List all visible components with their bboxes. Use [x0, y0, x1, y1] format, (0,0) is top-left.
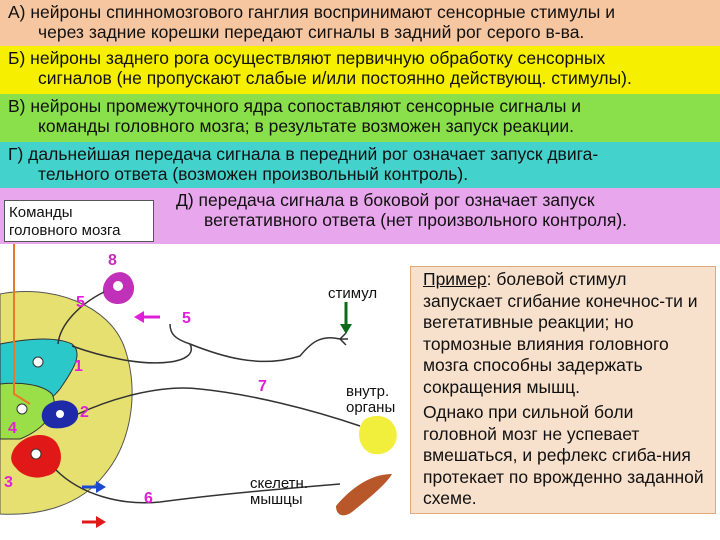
- band-b-line1: Б) нейроны заднего рога осуществляют пер…: [8, 48, 606, 68]
- label-skeletal-muscles-2: мышцы: [250, 491, 303, 508]
- band-a-line2: через задние корешки передают сигналы в …: [38, 22, 585, 42]
- brain-neuron-axon: [57, 291, 105, 345]
- band-b-dorsal-horn: Б) нейроны заднего рога осуществляют пер…: [0, 46, 720, 94]
- lateral-horn-neuron-nucleus: [56, 410, 64, 418]
- band-a-ganglion-neurons: А) нейроны спинномозгового ганглия воспр…: [0, 0, 720, 46]
- number-6: 6: [144, 490, 153, 507]
- label-skeletal-muscles-1: скелетн.: [250, 475, 308, 492]
- number-2: 2: [80, 404, 89, 421]
- band-d-line2: тельного ответа (возможен произвольный к…: [38, 164, 469, 184]
- dorsal-horn-interneuron: [32, 356, 44, 368]
- note-paragraph-2: Однако при сильной боли головной мозг не…: [423, 402, 704, 508]
- brain-commands-box: Команды головного мозга: [4, 200, 154, 242]
- ventral-horn-neuron-nucleus: [30, 448, 42, 460]
- band-a-line1: А) нейроны спинномозгового ганглия воспр…: [8, 2, 615, 22]
- band-e-line2: вегетативного ответа (нет произвольного …: [204, 210, 628, 230]
- arrow-stimulus: [340, 302, 352, 334]
- dorsal-root-fiber: [71, 343, 192, 364]
- band-c-line1: В) нейроны промежуточного ядра сопоставл…: [8, 96, 582, 116]
- number-4: 4: [8, 420, 17, 437]
- brain-neuron-nucleus: [113, 281, 123, 291]
- note-paragraph-1: Пример: болевой стимул запускает сгибани…: [423, 269, 709, 398]
- band-e-line1: Д) передача сигнала в боковой рог означа…: [176, 190, 595, 210]
- number-5-right: 5: [182, 310, 191, 327]
- internal-organ: [359, 415, 397, 455]
- arrow-magenta-5: [134, 311, 160, 323]
- arrow-red-6: [82, 516, 106, 528]
- label-internal-organs-1: внутр.: [346, 383, 390, 400]
- brain-commands-line2: головного мозга: [9, 222, 121, 239]
- number-7: 7: [258, 378, 267, 395]
- intermediate-interneuron: [16, 403, 28, 415]
- arrow-blue-6: [82, 481, 106, 493]
- example-note-box: Пример: болевой стимул запускает сгибани…: [410, 266, 716, 514]
- brain-command-pathway: [13, 244, 31, 405]
- brain-commands-line1: Команды: [9, 204, 73, 221]
- band-d-ventral-horn: Г) дальнейшая передача сигнала в передни…: [0, 142, 720, 188]
- number-5-left: 5: [76, 294, 85, 311]
- number-8: 8: [108, 252, 117, 269]
- autonomic-fiber: [77, 387, 361, 427]
- ventral-root-fiber: [55, 469, 341, 504]
- sensory-fiber: [169, 323, 341, 363]
- band-d-line1: Г) дальнейшая передача сигнала в передни…: [8, 144, 599, 164]
- reflex-arc-diagram: [0, 244, 397, 528]
- note-p1-text: : болевой стимул запускает сгибание коне…: [423, 269, 698, 397]
- number-1: 1: [74, 358, 83, 375]
- band-c-intermediate-nucleus: В) нейроны промежуточного ядра сопоставл…: [0, 94, 720, 142]
- label-internal-organs-2: органы: [346, 399, 396, 416]
- label-stimulus: стимул: [328, 285, 378, 302]
- receptor-ending: [339, 332, 348, 346]
- skeletal-muscle: [336, 474, 392, 516]
- band-c-line2: команды головного мозга; в результате во…: [38, 116, 574, 136]
- note-lead: Пример: [423, 269, 487, 289]
- band-b-line2: сигналов (не пропускают слабые и/или пос…: [38, 68, 632, 88]
- number-3: 3: [4, 474, 13, 491]
